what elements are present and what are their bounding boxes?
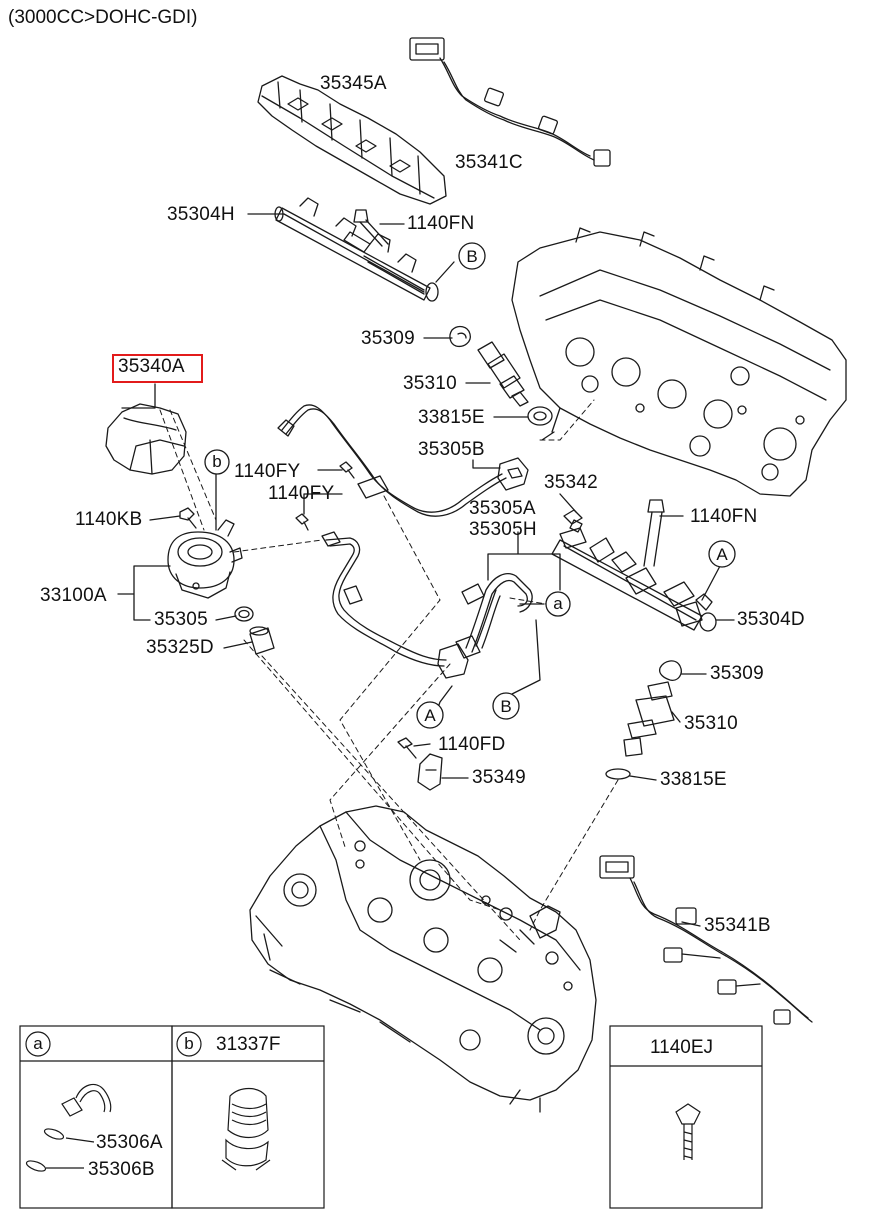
bolt-1140FY-a: [339, 461, 355, 479]
bolt-35342: [563, 509, 583, 533]
clip-35309-right: [658, 660, 682, 681]
pump-cover-35340A: [105, 403, 187, 475]
part-label-35304D[interactable]: 35304D: [737, 609, 805, 630]
fuel-tube-35305B: [277, 404, 529, 517]
part-label-31337F[interactable]: 31337F: [216, 1034, 281, 1055]
engine-block-lower: [249, 805, 597, 1113]
callout-A-low: A: [424, 706, 436, 725]
part-label-35341B[interactable]: 35341B: [704, 915, 771, 936]
leader-lines: [117, 213, 735, 927]
part-label-35340A[interactable]: 35340A: [118, 356, 185, 377]
part-label-35310-top[interactable]: 35310: [403, 373, 457, 394]
part-label-1140FN-top[interactable]: 1140FN: [407, 213, 475, 234]
fuel-tube-35305H: [455, 573, 533, 659]
callout-a-hose: a: [553, 594, 563, 613]
part-label-1140FY-b[interactable]: 1140FY: [268, 483, 335, 504]
part-label-33815E-top[interactable]: 33815E: [418, 407, 485, 428]
part-label-35305H[interactable]: 35305H: [469, 519, 537, 540]
damper-31337F-drawing: [221, 1087, 271, 1171]
part-label-35310-right[interactable]: 35310: [684, 713, 738, 734]
callout-b-pump: b: [212, 452, 222, 471]
callout-B-low: B: [500, 697, 512, 716]
clip-35309-top: [449, 325, 471, 348]
tappet-35325D: [249, 626, 275, 655]
callout-B-top: B: [466, 247, 478, 266]
ring-35306B: [25, 1160, 47, 1172]
part-label-35305A[interactable]: 35305A: [469, 498, 536, 519]
part-label-35306A[interactable]: 35306A: [96, 1132, 163, 1153]
part-label-35325D[interactable]: 35325D: [146, 637, 214, 658]
part-label-35349[interactable]: 35349: [472, 767, 526, 788]
wire-harness-35341B: [599, 855, 813, 1025]
fuel-pump-33100A: [167, 519, 243, 599]
bolt-1140KB: [179, 507, 197, 529]
part-label-1140FD[interactable]: 1140FD: [438, 734, 506, 755]
part-label-35309-right[interactable]: 35309: [710, 663, 764, 684]
part-label-35304H[interactable]: 35304H: [167, 204, 235, 225]
part-label-35305[interactable]: 35305: [154, 609, 208, 630]
injector-35310-right: [623, 681, 675, 757]
ring-33815E-right: [605, 768, 631, 780]
ring-33815E-top: [527, 406, 553, 426]
fuel-tube-35305A: [321, 531, 469, 679]
inset-a-badge: a: [33, 1034, 43, 1053]
fuel-rail-35304D: [551, 527, 717, 632]
part-label-33815E-right[interactable]: 33815E: [660, 769, 727, 790]
part-label-35309-top[interactable]: 35309: [361, 328, 415, 349]
ring-35305: [234, 606, 254, 622]
part-label-35341C[interactable]: 35341C: [455, 152, 523, 173]
part-label-35345A[interactable]: 35345A: [320, 73, 387, 94]
inset-b-badge: b: [184, 1034, 194, 1053]
part-label-33100A[interactable]: 33100A: [40, 585, 107, 606]
engine-spec-header: (3000CC>DOHC-GDI): [8, 7, 198, 28]
engine-cover-35345A: [257, 75, 447, 205]
ring-35306A: [43, 1128, 65, 1140]
part-label-35305B[interactable]: 35305B: [418, 439, 485, 460]
dashed-lines: [159, 399, 619, 941]
hose-connector-drawing: [61, 1083, 112, 1117]
bolt-1140FD: [397, 737, 417, 759]
cylinder-head-upper: [511, 227, 847, 497]
part-label-35342[interactable]: 35342: [544, 472, 598, 493]
highlight-box-35340A: [112, 354, 203, 383]
bracket-35349: [417, 753, 443, 791]
bolt-1140FN-top: [353, 209, 389, 247]
part-label-1140FY-a[interactable]: 1140FY: [234, 461, 301, 482]
part-label-35306B[interactable]: 35306B: [88, 1159, 155, 1180]
bolt-1140EJ-drawing: [675, 1103, 701, 1160]
part-label-1140KB[interactable]: 1140KB: [75, 509, 143, 530]
wire-harness-35341C: [409, 37, 611, 167]
fuel-rail-35304H: [274, 197, 439, 302]
bolt-1140FY-b: [295, 513, 309, 531]
callout-A-right: A: [716, 545, 728, 564]
inset-box-b: [171, 1025, 325, 1209]
part-label-1140EJ[interactable]: 1140EJ: [650, 1037, 714, 1058]
injector-35310-top: [477, 341, 529, 407]
bolt-1140FN-right: [643, 499, 665, 567]
part-label-1140FN-right[interactable]: 1140FN: [690, 506, 758, 527]
inset-box-1140EJ: [609, 1025, 763, 1209]
